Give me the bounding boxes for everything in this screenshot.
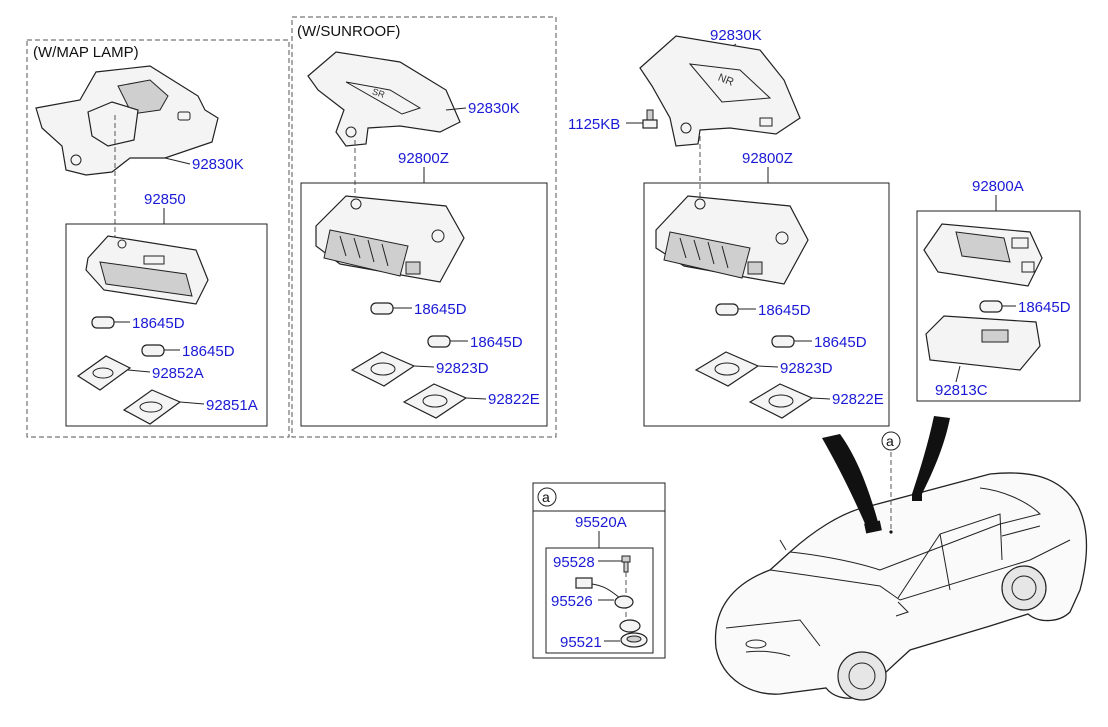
lamp-map-label: 92850 xyxy=(144,191,186,208)
sensor-screw xyxy=(598,555,631,573)
map-lamp-group-label: (W/MAP LAMP) xyxy=(33,44,139,61)
standard-group: 92830K NR 1125KB 92800Z xyxy=(568,27,890,427)
bracket-sunroof-label: 92830K xyxy=(468,100,520,117)
bulb-sr-2 xyxy=(427,335,468,348)
lamp-std-label: 92800Z xyxy=(742,150,793,167)
sunroof-group: (W/SUNROOF) SR 92830K 92800Z 18645D xyxy=(291,16,557,438)
lens-sr-d-label: 92823D xyxy=(436,360,489,377)
bracket-sunroof-emboss: SR xyxy=(371,86,386,100)
map-lamp-box xyxy=(65,223,268,427)
bulb-map-2 xyxy=(141,344,180,357)
sensor-harness xyxy=(575,577,634,609)
bulb-std-1-label: 18645D xyxy=(758,302,811,319)
lens-std-d xyxy=(694,351,779,387)
sensor-detail-group: a 95520A 95528 95526 95521 xyxy=(532,482,666,659)
roof-lamp-rear-marker xyxy=(912,494,922,501)
lens-room xyxy=(925,315,1041,383)
bracket-map-lamp xyxy=(35,65,219,176)
sunroof-lamp-box xyxy=(300,182,548,427)
screw-std-label: 1125KB xyxy=(568,116,620,133)
callout-pointer-rear xyxy=(912,416,950,498)
bracket-standard: NR xyxy=(639,35,801,147)
vehicle-rear-wheel xyxy=(1001,565,1047,611)
sunroof-dashed-frame xyxy=(291,16,557,438)
bulb-sr-1 xyxy=(370,302,412,315)
lens-map-a-label: 92852A xyxy=(152,365,204,382)
lens-std-e-label: 92822E xyxy=(832,391,884,408)
screw-std xyxy=(626,109,658,129)
detail-marker: a xyxy=(542,489,550,505)
map-lamp-group: (W/MAP LAMP) 92830K 92850 18645D xyxy=(26,39,290,438)
bulb-room xyxy=(979,300,1016,313)
vehicle-marker: a xyxy=(886,433,894,449)
lens-map-b xyxy=(122,389,205,425)
lens-map-b-label: 92851A xyxy=(206,397,258,414)
lamp-sunroof-label: 92800Z xyxy=(398,150,449,167)
bracket-standard-emboss: NR xyxy=(716,72,735,89)
sensor-harness-label: 95526 xyxy=(551,593,593,610)
vehicle-front-wheel xyxy=(837,651,887,701)
sensor-base-label: 95521 xyxy=(560,634,602,651)
sunroof-group-label: (W/SUNROOF) xyxy=(297,23,400,40)
bulb-sr-2-label: 18645D xyxy=(470,334,523,351)
sensor-assembly-label: 95520A xyxy=(575,514,627,531)
room-lamp-group: 92800A 18645D 92813C xyxy=(916,178,1081,402)
bracket-std-label: 92830K xyxy=(710,27,762,44)
sensor-inner-box xyxy=(545,547,654,654)
bulb-map-1-label: 18645D xyxy=(132,315,185,332)
callout-pointer-front xyxy=(822,434,878,526)
sensor-screw-label: 95528 xyxy=(553,554,595,571)
lens-map-a xyxy=(76,355,151,391)
room-lamp-box xyxy=(916,210,1081,402)
bulb-map-1 xyxy=(91,316,130,329)
lens-std-e xyxy=(748,383,831,419)
lens-sr-e xyxy=(402,383,487,419)
sensor-detail-frame xyxy=(532,482,666,659)
lens-std-d-label: 92823D xyxy=(780,360,833,377)
standard-lamp-box xyxy=(643,182,890,427)
map-lamp-housing xyxy=(85,235,209,305)
map-lamp-dashed-frame xyxy=(26,39,290,438)
bracket-map-lamp-label: 92830K xyxy=(192,156,244,173)
bulb-sr-1-label: 18645D xyxy=(414,301,467,318)
room-lamp-label: 92800A xyxy=(972,178,1024,195)
lens-room-label: 92813C xyxy=(935,382,988,399)
lens-sr-d xyxy=(350,351,435,387)
standard-lamp-housing xyxy=(655,195,809,285)
detail-marker-circle xyxy=(537,487,557,507)
bulb-room-label: 18645D xyxy=(1018,299,1071,316)
bulb-std-2-label: 18645D xyxy=(814,334,867,351)
bulb-std-1 xyxy=(715,303,756,316)
sensor-base xyxy=(604,619,648,648)
vehicle-marker-circle xyxy=(881,431,901,451)
lens-sr-e-label: 92822E xyxy=(488,391,540,408)
bracket-sunroof: SR xyxy=(307,51,467,147)
sunroof-lamp-housing xyxy=(315,195,465,283)
vehicle-illustration: a xyxy=(714,416,1088,701)
room-lamp-housing xyxy=(923,223,1043,287)
vehicle-body xyxy=(714,472,1088,699)
bulb-std-2 xyxy=(771,335,812,348)
bulb-map-2-label: 18645D xyxy=(182,343,235,360)
